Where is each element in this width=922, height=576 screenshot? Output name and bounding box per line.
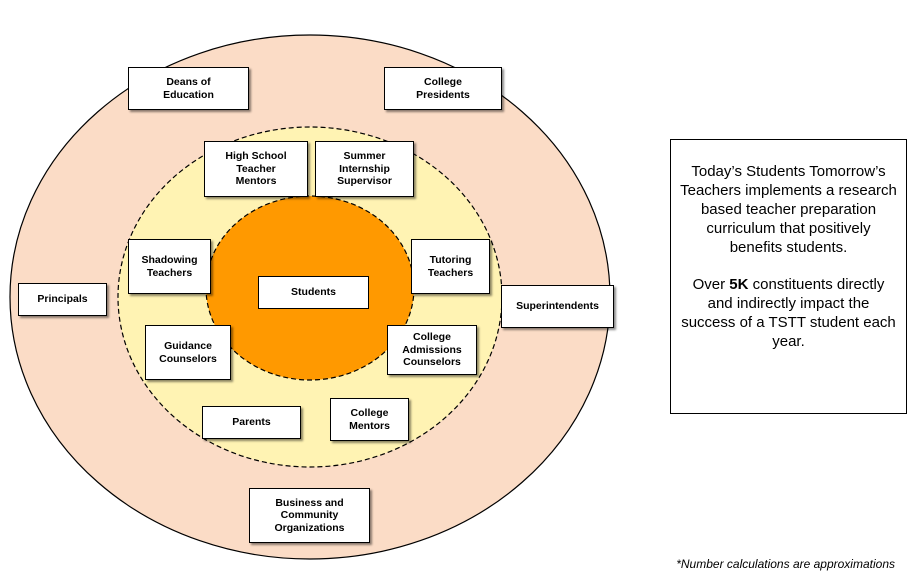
info-paragraph-1: Today’s Students Tomorrow’s Teachers imp… bbox=[680, 163, 897, 256]
footnote: *Number calculations are approximations bbox=[676, 557, 895, 571]
college-mentors-box: College Mentors bbox=[330, 398, 409, 441]
college-presidents-box: College Presidents bbox=[384, 67, 502, 110]
guidance-counselors-box: Guidance Counselors bbox=[145, 325, 231, 380]
parents-box: Parents bbox=[202, 406, 301, 439]
constituent-count: 5K bbox=[729, 276, 749, 293]
tutoring-teachers-box: Tutoring Teachers bbox=[411, 239, 490, 294]
info-paragraph-2: Over 5K constituents directly and indire… bbox=[679, 275, 898, 351]
college-admissions-counselors-box: College Admissions Counselors bbox=[387, 325, 477, 375]
business-community-box: Business and Community Organizations bbox=[249, 488, 370, 543]
superintendents-box: Superintendents bbox=[501, 285, 614, 328]
info-paragraph-2-suffix: constituents directly and indirectly imp… bbox=[681, 276, 896, 350]
students-box: Students bbox=[258, 276, 369, 309]
summer-internship-supervisor-box: Summer Internship Supervisor bbox=[315, 141, 414, 197]
shadowing-teachers-box: Shadowing Teachers bbox=[128, 239, 211, 294]
deans-of-education-box: Deans of Education bbox=[128, 67, 249, 110]
high-school-teacher-mentors-box: High School Teacher Mentors bbox=[204, 141, 308, 197]
principals-box: Principals bbox=[18, 283, 107, 316]
info-paragraph-2-prefix: Over bbox=[692, 276, 730, 293]
info-text-box: Today’s Students Tomorrow’s Teachers imp… bbox=[670, 139, 907, 414]
